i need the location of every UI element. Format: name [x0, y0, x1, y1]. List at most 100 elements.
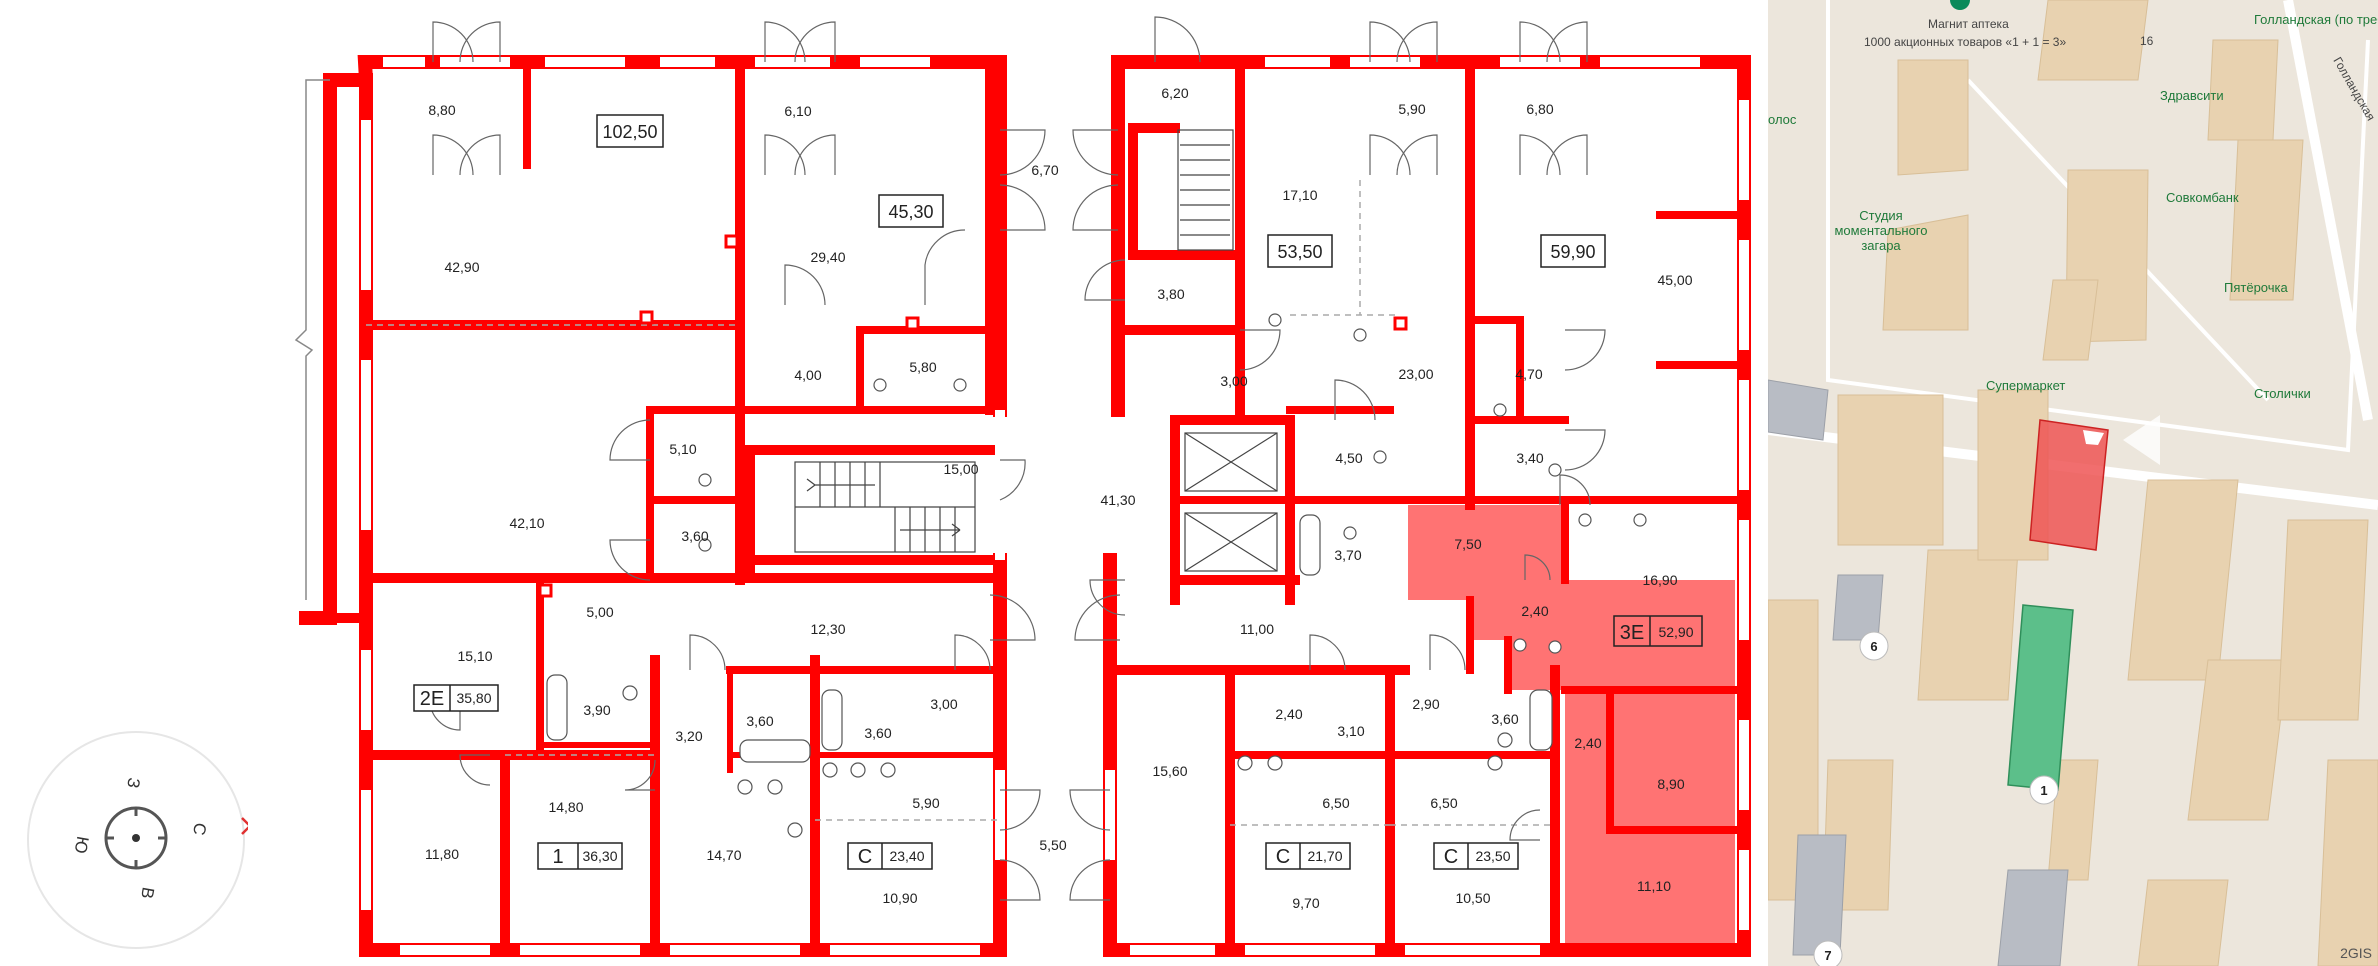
- room-area: 3,80: [1157, 286, 1184, 302]
- room-area: 3,20: [675, 728, 702, 744]
- room-area: 41,30: [1100, 492, 1135, 508]
- map-gray-buildings: [1768, 379, 2069, 966]
- svg-text:C: C: [1276, 846, 1290, 868]
- room-area: 42,10: [509, 515, 544, 531]
- room-area: 17,10: [1282, 187, 1317, 203]
- room-area-labels: 8,80 42,90 42,10 6,10 29,40 4,00 5,80 6,…: [425, 85, 1693, 911]
- room-area: 29,40: [810, 249, 845, 265]
- room-area: 5,50: [1039, 837, 1066, 853]
- poi-magnit-subtitle: 1000 акционных товаров «1 + 1 = 3»: [1864, 35, 2066, 49]
- compass-widget[interactable]: З С Ю В: [24, 728, 248, 952]
- room-area: 12,30: [810, 621, 845, 637]
- room-area: 2,90: [1412, 696, 1439, 712]
- svg-text:2E: 2E: [420, 688, 444, 710]
- room-area: 14,70: [706, 847, 741, 863]
- plumbing-fixtures: [546, 313, 1647, 838]
- map-pin-6[interactable]: 6: [1859, 631, 1889, 661]
- room-area: 45,00: [1657, 272, 1692, 288]
- svg-text:102,50: 102,50: [602, 122, 657, 142]
- poi-supermarket: Супермаркет: [1986, 378, 2065, 393]
- unit-tag-1: 1 36,30: [537, 842, 623, 870]
- apartment-area-box: 59,90: [1540, 234, 1606, 268]
- compass-east-label: В: [137, 886, 158, 900]
- room-area: 6,10: [784, 103, 811, 119]
- svg-text:1: 1: [2040, 783, 2047, 798]
- compass-south-label: Ю: [71, 835, 93, 855]
- poi-golos: олос: [1768, 112, 1797, 127]
- room-area: 6,50: [1430, 795, 1457, 811]
- room-area: 23,00: [1398, 366, 1433, 382]
- room-area: 2,40: [1275, 706, 1302, 722]
- room-area: 9,70: [1292, 895, 1319, 911]
- room-area: 11,80: [425, 846, 459, 862]
- target-building[interactable]: [2029, 415, 2160, 551]
- svg-text:23,40: 23,40: [889, 848, 924, 864]
- poi-stolichki: Столички: [2254, 386, 2311, 401]
- poi-zdravsiti: Здравсити: [2160, 88, 2224, 103]
- room-area: 5,00: [586, 604, 613, 620]
- room-area: 15,00: [943, 461, 978, 477]
- room-area: 15,60: [1152, 763, 1187, 779]
- poi-studio-line3: загара: [1861, 238, 1901, 253]
- poi-magnit-title: Магнит аптека: [1928, 17, 2009, 31]
- poi-studio-line1: Студия: [1859, 208, 1902, 223]
- elevators: [1184, 432, 1278, 572]
- apartment-area-box: 45,30: [878, 194, 944, 228]
- room-area: 2,40: [1521, 603, 1548, 619]
- svg-text:1: 1: [552, 846, 563, 868]
- door-swings: [429, 16, 1606, 901]
- room-area: 4,50: [1335, 450, 1362, 466]
- room-area: 5,10: [669, 441, 696, 457]
- room-area: 15,10: [457, 648, 492, 664]
- staircase: [794, 129, 1234, 553]
- highlighted-apartment-3e[interactable]: [1408, 505, 1735, 945]
- floor-plan: 8,80 42,90 42,10 6,10 29,40 4,00 5,80 6,…: [294, 16, 1751, 957]
- magnit-pin-icon: [1950, 0, 1970, 10]
- svg-text:21,70: 21,70: [1307, 848, 1342, 864]
- room-area: 6,50: [1322, 795, 1349, 811]
- room-area: 3,40: [1516, 450, 1543, 466]
- room-area: 3,60: [681, 528, 708, 544]
- room-area: 8,90: [1657, 776, 1684, 792]
- vent-shafts: [538, 234, 1408, 598]
- room-area: 42,90: [444, 259, 479, 275]
- rotate-right-arrow-icon: [241, 817, 248, 835]
- room-area: 11,10: [1637, 878, 1671, 894]
- room-area: 6,70: [1031, 162, 1058, 178]
- svg-text:23,50: 23,50: [1475, 848, 1510, 864]
- brand-logo: 2GIS: [2340, 945, 2372, 961]
- unit-tags[interactable]: 2E 35,80 3E 52,90 1 36,30 C 23,40 C 21,7…: [413, 615, 1703, 870]
- room-area: 4,00: [794, 367, 821, 383]
- svg-text:3E: 3E: [1620, 622, 1644, 644]
- room-area: 3,10: [1337, 723, 1364, 739]
- room-area: 3,60: [864, 725, 891, 741]
- terrace-outline: [294, 79, 330, 600]
- location-map[interactable]: 6 1 7 Магнит аптека 1000 акционных товар…: [1768, 0, 2378, 966]
- room-area: 7,50: [1454, 536, 1481, 552]
- apartment-area-box: 102,50: [596, 114, 664, 148]
- map-pin-7[interactable]: 7: [1813, 940, 1843, 966]
- room-area: 3,60: [746, 713, 773, 729]
- poi-sovcombank: Совкомбанк: [2166, 190, 2239, 205]
- svg-text:C: C: [1444, 846, 1458, 868]
- poi-golland-stop: Голландская (по требованию): [2254, 12, 2378, 27]
- room-area: 8,80: [428, 102, 455, 118]
- room-area: 5,80: [909, 359, 936, 375]
- compass-north-label: С: [189, 821, 210, 836]
- unit-tag-c1: C 23,40: [847, 842, 933, 870]
- room-area: 5,90: [1398, 101, 1425, 117]
- svg-text:59,90: 59,90: [1550, 242, 1595, 262]
- room-area: 4,70: [1515, 366, 1542, 382]
- svg-text:7: 7: [1824, 948, 1831, 963]
- unit-tag-c3: C 23,50: [1433, 842, 1519, 870]
- apartment-total-areas: 102,50 45,30 53,50 59,90: [596, 114, 1606, 268]
- room-area: 16,90: [1642, 572, 1677, 588]
- room-area: 3,00: [1220, 373, 1247, 389]
- map-pin-1[interactable]: 1: [2029, 775, 2059, 805]
- svg-text:45,30: 45,30: [888, 202, 933, 222]
- compass-west-label: З: [123, 776, 143, 789]
- svg-text:53,50: 53,50: [1277, 242, 1322, 262]
- room-area: 11,00: [1240, 621, 1274, 637]
- svg-text:6: 6: [1870, 639, 1877, 654]
- apartment-area-box: 53,50: [1267, 234, 1333, 268]
